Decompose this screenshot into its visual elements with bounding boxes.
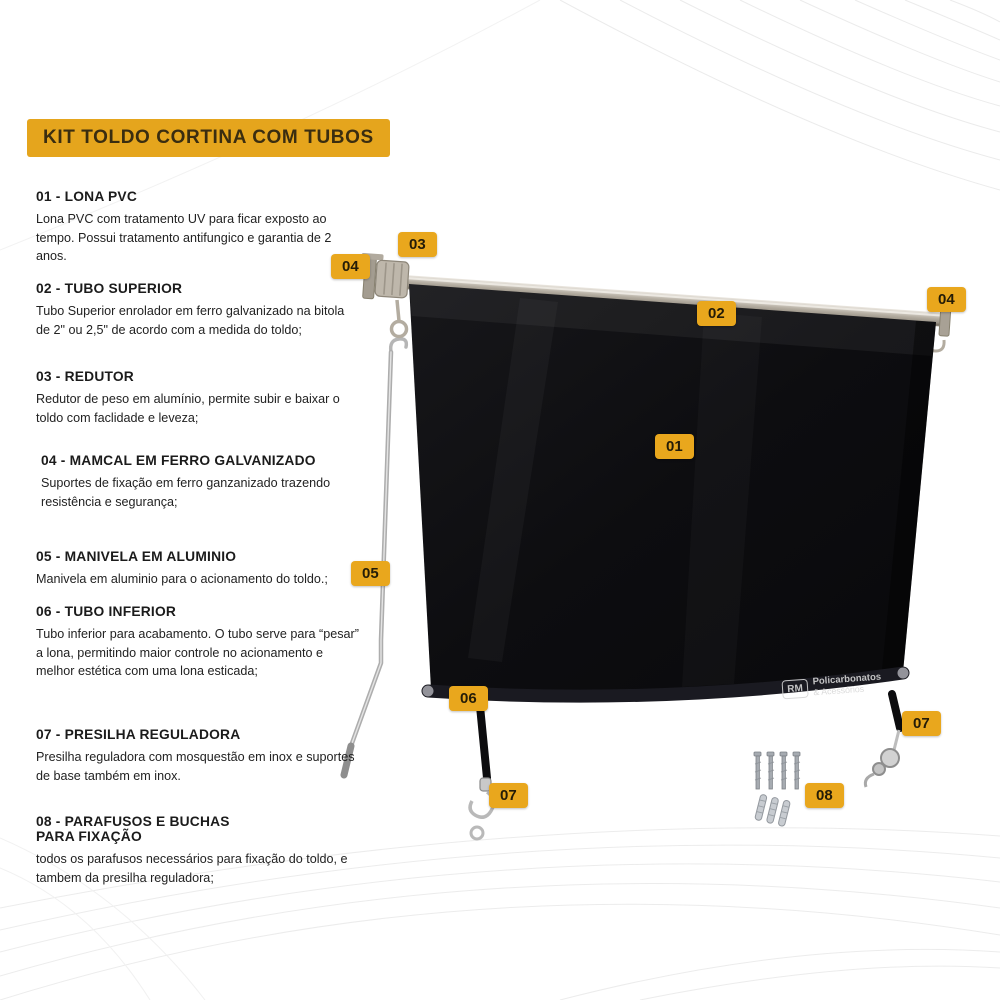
part-description: Manivela em aluminio para o acionamento … — [36, 572, 328, 586]
part-heading: 04 - MAMCAL EM FERRO GALVANIZADO — [41, 453, 316, 468]
part-03-redutor: 03 - REDUTOR Redutor de peso em alumínio… — [36, 369, 360, 427]
callout-01-lona: 01 — [655, 434, 694, 459]
part-05-manivela: 05 - MANIVELA EM ALUMINIO Manivela em al… — [36, 549, 360, 589]
callout-08-parafusos: 08 — [805, 783, 844, 808]
part-heading: 06 - TUBO INFERIOR — [36, 604, 177, 619]
part-heading: 02 - TUBO SUPERIOR — [36, 281, 183, 296]
part-description: Presilha reguladora com mosquestão em in… — [36, 750, 355, 783]
crank-rod — [340, 337, 409, 779]
part-08-parafusos: 08 - PARAFUSOS E BUCHAS PARA FIXAÇÃO tod… — [36, 814, 360, 887]
part-heading: 01 - LONA PVC — [36, 189, 137, 204]
left-strap-hook — [468, 692, 496, 841]
callout-04-left: 04 — [331, 254, 370, 279]
part-heading: 08 - PARAFUSOS E BUCHAS PARA FIXAÇÃO — [36, 814, 230, 844]
part-06-tubo-inferior: 06 - TUBO INFERIOR Tubo inferior para ac… — [36, 604, 360, 681]
callout-07-right: 07 — [902, 711, 941, 736]
part-description: Tubo inferior para acabamento. O tubo se… — [36, 627, 359, 679]
callout-04-right: 04 — [927, 287, 966, 312]
screws-and-plugs — [753, 751, 801, 827]
part-02-tubo-superior: 02 - TUBO SUPERIOR Tubo Superior enrolad… — [36, 281, 360, 339]
part-description: Suportes de fixação em ferro ganzanizado… — [41, 476, 331, 509]
callout-02-tubo-superior: 02 — [697, 301, 736, 326]
right-strap-pulley — [863, 690, 904, 788]
part-heading: 07 - PRESILHA REGULADORA — [36, 727, 241, 742]
callout-05-manivela: 05 — [351, 561, 390, 586]
part-description: Lona PVC com tratamento UV para ficar ex… — [36, 212, 332, 264]
part-heading: 05 - MANIVELA EM ALUMINIO — [36, 549, 237, 564]
part-heading: 03 - REDUTOR — [36, 369, 134, 384]
bottom-tube — [421, 666, 910, 703]
background-swoosh-bottom — [0, 827, 1000, 1000]
part-description: Redutor de peso em alumínio, permite sub… — [36, 392, 340, 425]
left-eye-hook — [389, 299, 409, 339]
callout-07-left: 07 — [489, 783, 528, 808]
part-07-presilha: 07 - PRESILHA REGULADORA Presilha regula… — [36, 727, 360, 785]
callout-06-tubo-inferior: 06 — [449, 686, 488, 711]
part-description: todos os parafusos necessários para fixa… — [36, 852, 348, 885]
reducer — [374, 259, 410, 299]
part-04-mamcal: 04 - MAMCAL EM FERRO GALVANIZADO Suporte… — [36, 453, 365, 511]
canvas-lona — [409, 284, 936, 693]
brand-logo: RM — [781, 678, 809, 700]
callout-03-redutor: 03 — [398, 232, 437, 257]
part-01-lona-pvc: 01 - LONA PVC Lona PVC com tratamento UV… — [36, 189, 360, 266]
page-title: KIT TOLDO CORTINA COM TUBOS — [27, 119, 390, 157]
part-description: Tubo Superior enrolador em ferro galvani… — [36, 304, 345, 337]
